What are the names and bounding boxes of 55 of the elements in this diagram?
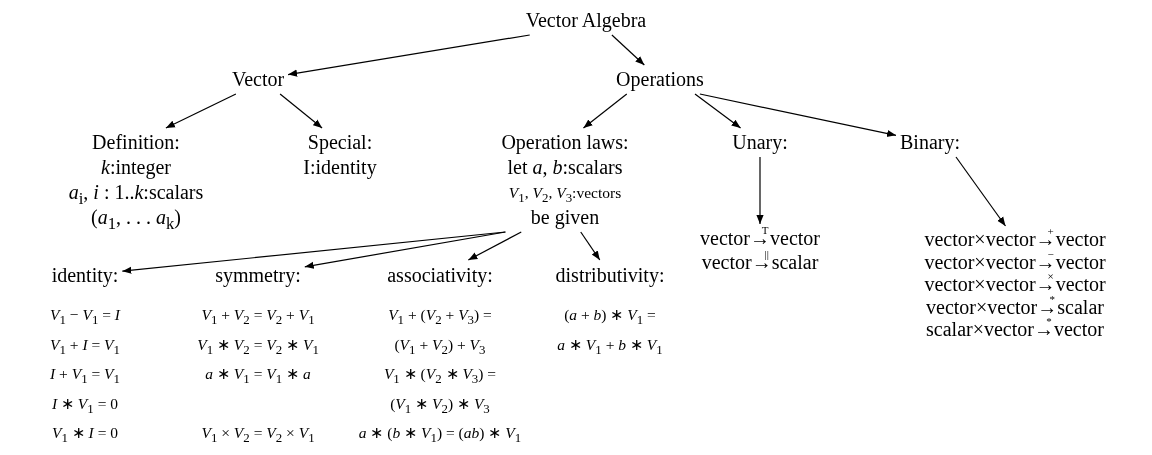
- node-label: vector→$^{T}$vector: [700, 226, 820, 250]
- definition-text: I:identity: [303, 155, 377, 180]
- node-label: Operation laws:: [501, 130, 629, 155]
- formula-text: a ∗ V$_{1}$ + b ∗ V$_{1}$: [557, 334, 663, 359]
- arrow: [279, 93, 323, 129]
- node-label: Vector: [231, 67, 285, 92]
- definition-text: k:integer: [101, 155, 171, 180]
- mapping-text: vector×vector→$^{−}$vector: [924, 250, 1106, 273]
- heading-text: associativity:: [387, 263, 493, 288]
- formula-text: I + V$_{1}$ = V$_{1}$: [50, 364, 120, 389]
- formula-text: V$_{1}$ + I = V$_{1}$: [50, 334, 120, 359]
- node-label: Special:: [307, 130, 373, 155]
- definition-text: let a, b:scalars: [507, 155, 623, 180]
- formula-text: a ∗ V$_{1}$ = V$_{1}$ ∗ a: [205, 364, 311, 389]
- formula-text: V$_{1}$ ∗ V$_{2}$ = V$_{2}$ ∗ V$_{1}$: [197, 334, 319, 359]
- formula-text: I ∗ V$_{1}$ = 0: [51, 393, 119, 418]
- node-label: Vector Algebra: [525, 8, 647, 33]
- node-label: Binary:: [900, 130, 960, 155]
- node-label: Unary:: [732, 130, 788, 155]
- arrow: [121, 231, 506, 274]
- formula-text: V$_{1}$ + V$_{2}$ = V$_{2}$ + V$_{1}$: [201, 305, 315, 330]
- arrow: [955, 156, 1007, 227]
- mapping-text: vector×vector→$^{+}$vector: [924, 228, 1106, 251]
- formula-text: a ∗ (b ∗ V$_{1}$) = (ab) ∗ V$_{1}$: [358, 423, 522, 448]
- node-label: Operations: [616, 67, 704, 92]
- arrow: [580, 231, 601, 261]
- mapping-text: vector×vector→$^{×}$vector: [924, 273, 1106, 296]
- arrow: [694, 93, 742, 129]
- formula-text: V$_{1}$ ∗ I = 0: [51, 423, 119, 448]
- heading-text: distributivity:: [555, 263, 665, 288]
- arrow: [611, 34, 645, 66]
- formula-text: (V$_{1}$ ∗ V$_{2}$) ∗ V$_{3}$: [390, 393, 490, 418]
- node-label: Definition:: [92, 130, 180, 155]
- formula-text: (V$_{1}$ + V$_{2}$) + V$_{3}$: [394, 334, 486, 359]
- formula-text: (a + b) ∗ V$_{1}$ =: [564, 305, 656, 330]
- mapping-text: vector×vector→$^{*}$scalar: [926, 295, 1104, 318]
- definition-text: be given: [530, 205, 600, 230]
- definition-text: vector→$^{||}$scalar: [701, 250, 819, 274]
- definition-text: (a$_{1}$, . . . a$_{k}$): [91, 205, 181, 230]
- formula-text: V$_{1}$ − V$_{1}$ = I: [50, 305, 120, 330]
- arrow: [467, 231, 522, 261]
- definition-text: V$_{1}$, V$_{2}$, V$_{3}$:vectors: [508, 183, 622, 205]
- arrow: [287, 34, 531, 77]
- arrow: [304, 231, 506, 269]
- mapping-text: scalar×vector→$^{*}$vector: [926, 318, 1104, 341]
- arrow: [699, 93, 897, 137]
- heading-text: identity:: [51, 263, 119, 288]
- formula-text: V$_{1}$ + (V$_{2}$ + V$_{3}$) =: [388, 305, 492, 330]
- definition-text: a$_{i}$, i : 1..k:scalars: [68, 180, 204, 205]
- arrow: [756, 156, 764, 225]
- arrow: [582, 93, 628, 129]
- formula-text: V$_{1}$ ∗ (V$_{2}$ ∗ V$_{3}$) =: [383, 364, 497, 389]
- formula-text: V$_{1}$ × V$_{2}$ = V$_{2}$ × V$_{1}$: [201, 423, 315, 448]
- heading-text: symmetry:: [215, 263, 301, 288]
- arrow: [165, 93, 237, 129]
